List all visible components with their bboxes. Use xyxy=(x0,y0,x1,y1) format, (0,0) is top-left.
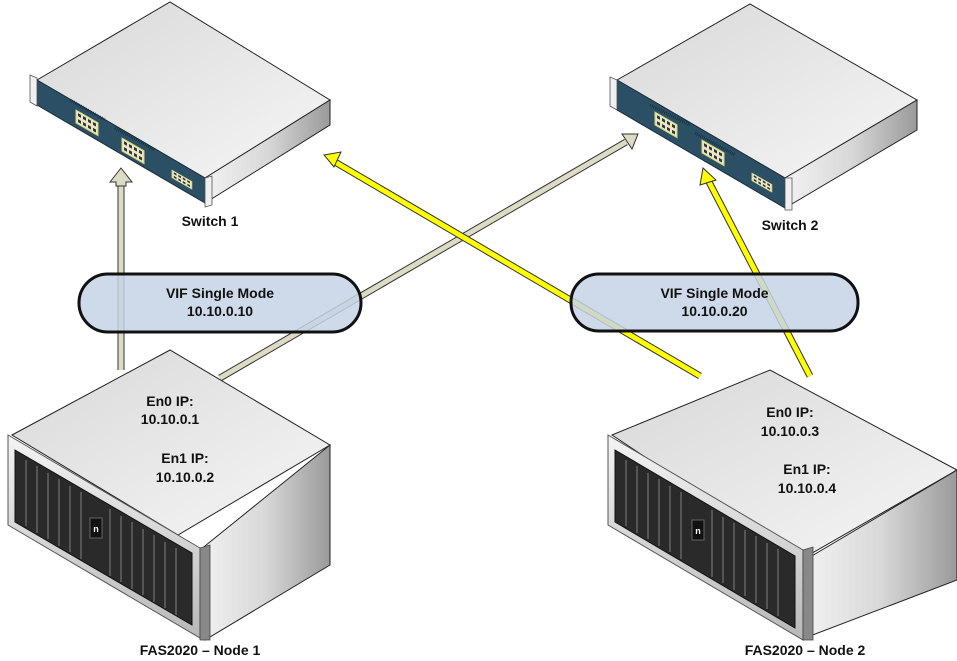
storage-node-2: n xyxy=(607,369,957,641)
vif-1-ip: 10.10.0.10 xyxy=(186,303,254,319)
node-2-en1-label: En1 IP: xyxy=(783,461,831,477)
switch-1-label: Switch 1 xyxy=(181,213,239,229)
link-node1-switch1 xyxy=(108,167,134,370)
arrowhead-icon xyxy=(108,167,134,187)
storage-node-1: n xyxy=(7,349,331,641)
netapp-logo-icon xyxy=(89,517,103,539)
node-1-en1-ip: 10.10.0.2 xyxy=(155,469,215,485)
node-1-en0-label: En0 IP: xyxy=(146,393,194,409)
node-1-label: FAS2020 – Node 1 xyxy=(139,642,261,658)
vif-2-mode: VIF Single Mode xyxy=(660,285,769,301)
node-1-en0-ip: 10.10.0.1 xyxy=(140,411,200,427)
node-1-en1-label: En1 IP: xyxy=(161,450,209,466)
vif-group-1 xyxy=(77,272,363,334)
node-2-en1-ip: 10.10.0.4 xyxy=(777,480,837,496)
switch-1 xyxy=(29,1,331,208)
node-2-en0-label: En0 IP: xyxy=(766,404,814,420)
node-2-en0-ip: 10.10.0.3 xyxy=(760,423,820,439)
svg-text:n: n xyxy=(93,524,99,534)
switch-2-label: Switch 2 xyxy=(761,217,819,233)
arrowhead-icon xyxy=(323,151,342,168)
svg-text:n: n xyxy=(695,526,701,536)
netapp-logo-icon xyxy=(691,519,705,541)
arrowhead-icon xyxy=(699,167,717,186)
arrowhead-icon xyxy=(621,133,639,151)
link-node1-switch2 xyxy=(218,133,639,382)
vif-1-mode: VIF Single Mode xyxy=(165,285,275,301)
link-node2-switch1 xyxy=(323,151,702,380)
vif-group-2 xyxy=(569,272,860,333)
switch-2 xyxy=(609,3,918,211)
vif-2-ip: 10.10.0.20 xyxy=(681,303,748,319)
node-2-label: FAS2020 – Node 2 xyxy=(744,642,866,658)
